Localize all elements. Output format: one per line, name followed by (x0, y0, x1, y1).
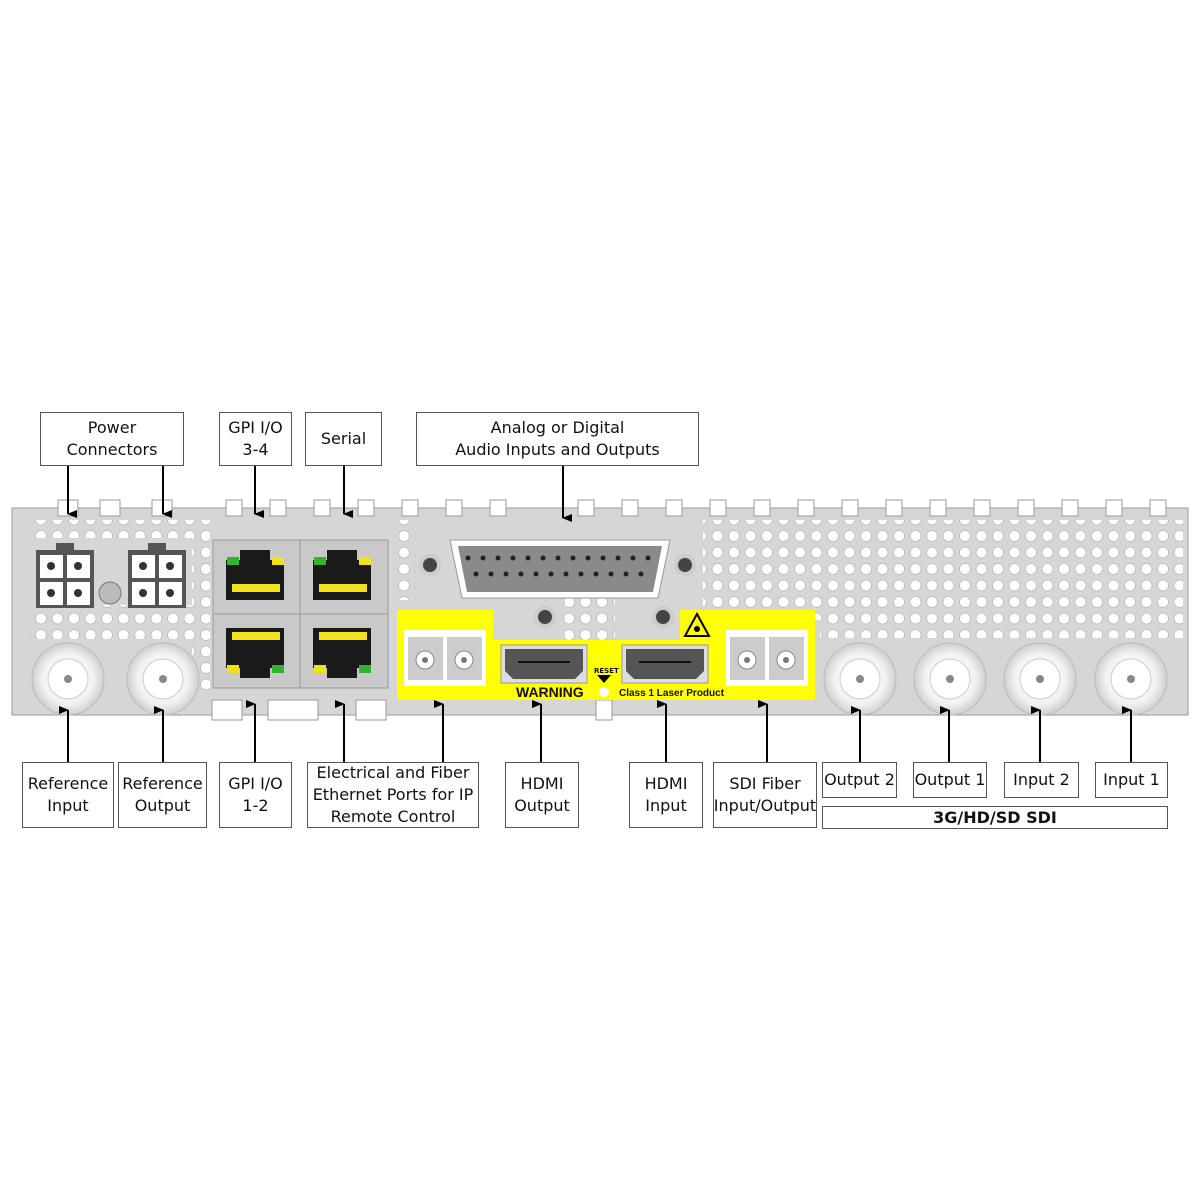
label-gpi-3-4: GPI I/O 3-4 (219, 412, 292, 466)
callout-arrows (59, 466, 1132, 762)
fiber-port-ethernet (404, 630, 486, 686)
vent-holes (30, 605, 210, 639)
label-input-1: Input 1 (1095, 762, 1168, 798)
vent-holes (703, 520, 1183, 620)
rj45-ethernet (313, 628, 371, 678)
label-hdmi-output: HDMI Output (505, 762, 579, 828)
rj45-serial (313, 550, 371, 600)
hdmi-output-port (500, 644, 588, 684)
vent-holes (30, 520, 210, 538)
label-ethernet: Electrical and Fiber Ethernet Ports for … (307, 762, 479, 828)
warning-text: WARNING (516, 684, 584, 700)
label-sdi-group: 3G/HD/SD SDI (822, 806, 1168, 829)
reset-arrow-icon (597, 675, 611, 683)
label-audio: Analog or Digital Audio Inputs and Outpu… (416, 412, 699, 466)
bnc-input-2 (1003, 642, 1077, 716)
laser-warning-icon (683, 611, 711, 637)
fiber-port-sdi (726, 630, 808, 686)
label-input-2: Input 2 (1004, 762, 1079, 798)
label-output-2: Output 2 (822, 762, 897, 798)
label-gpi-1-2: GPI I/O 1-2 (219, 762, 292, 828)
bnc-reference-output (126, 642, 200, 716)
bnc-reference-input (31, 642, 105, 716)
label-power-connectors: Power Connectors (40, 412, 184, 466)
bnc-connectors (31, 642, 1168, 716)
db25-audio-connector (419, 539, 696, 628)
rj45-ports (212, 539, 389, 689)
power-connector-2 (128, 543, 186, 608)
rj45-gpi12 (226, 628, 284, 678)
rj45-gpi34 (226, 550, 284, 600)
label-sdi-fiber: SDI Fiber Input/Output (713, 762, 817, 828)
label-reference-input: Reference Input (22, 762, 114, 828)
bnc-input-1 (1094, 642, 1168, 716)
power-connector-1 (36, 543, 94, 608)
label-reference-output: Reference Output (118, 762, 207, 828)
label-serial: Serial (305, 412, 382, 466)
bnc-output-1 (913, 642, 987, 716)
label-hdmi-input: HDMI Input (629, 762, 703, 828)
screw-icon (98, 581, 122, 605)
hdmi-input-port (621, 644, 709, 684)
reset-button (599, 687, 609, 697)
laser-class-text: Class 1 Laser Product (619, 688, 725, 699)
bnc-output-2 (823, 642, 897, 716)
label-output-1: Output 1 (913, 762, 987, 798)
reset-label: RESET (594, 667, 619, 675)
